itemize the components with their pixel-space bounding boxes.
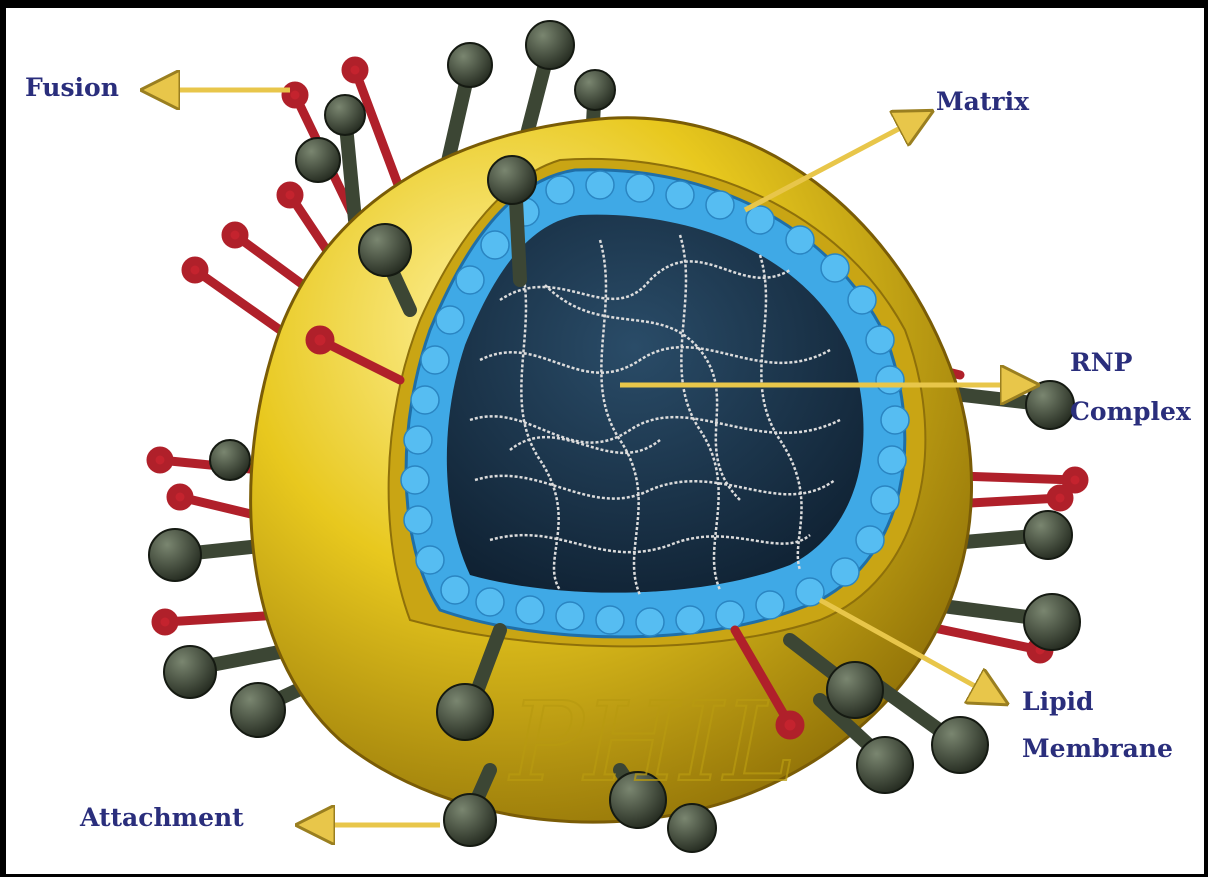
label-lipid-line1: Lipid (1022, 687, 1094, 717)
watermark: PHIL (508, 678, 796, 806)
label-rnp-line2: Complex (1070, 397, 1191, 427)
label-rnp-line1: RNP (1070, 348, 1132, 378)
label-lipid-line2: Membrane (1022, 734, 1173, 764)
label-matrix: Matrix (936, 87, 1029, 117)
label-attachment: Attachment (80, 803, 244, 833)
label-fusion: Fusion (25, 73, 119, 103)
